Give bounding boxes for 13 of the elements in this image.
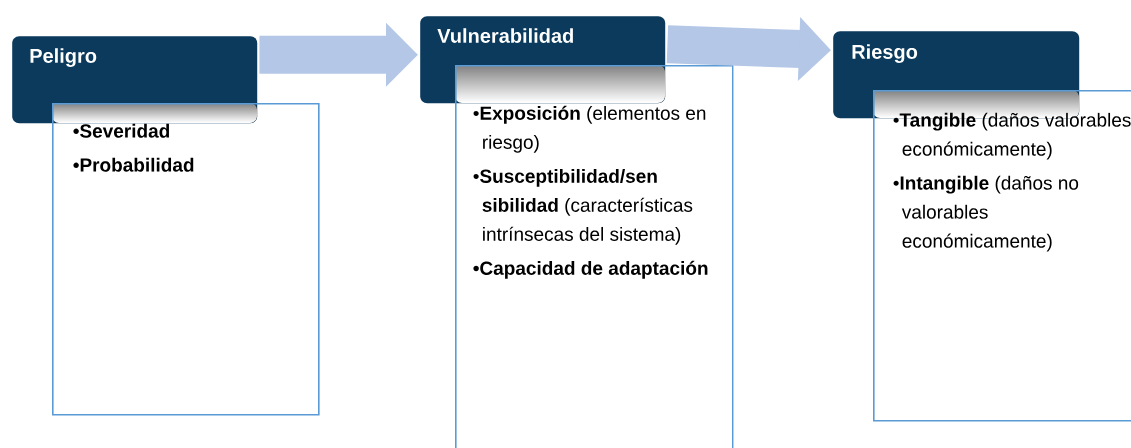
list-item: •Severidad <box>73 123 169 138</box>
header-title: Vulnerabilidad <box>437 28 573 43</box>
list-item: •Exposición (elementos en riesgo) <box>473 105 706 153</box>
list-item: •Probabilidad <box>73 157 194 172</box>
content-box <box>52 103 320 416</box>
content-box <box>873 90 1131 422</box>
header-title: Peligro <box>30 48 97 67</box>
list-item: •Capacidad de adaptación <box>473 260 708 279</box>
content-box <box>455 65 734 448</box>
list-item: •Intangible (daños no valorables económicamente) <box>893 175 1079 252</box>
header-title: Riesgo <box>852 44 918 63</box>
list-item: •Susceptibilidad/sen sibilidad (características intrínsecas del sistema) <box>473 168 693 245</box>
list-item: •Tangible (daños valorables económicamente) <box>893 112 1131 160</box>
